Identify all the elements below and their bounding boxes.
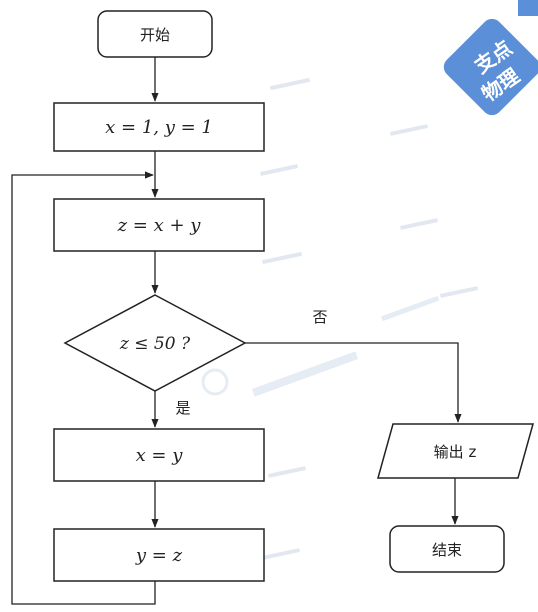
end-label: 结束 bbox=[432, 541, 462, 559]
assign-y-label: y = z bbox=[135, 545, 183, 566]
assign-x-process: x = y bbox=[53, 428, 265, 482]
condition-decision: z ≤ 50 ? bbox=[63, 294, 247, 392]
assign-y-process: y = z bbox=[53, 528, 265, 582]
start-terminal: 开始 bbox=[97, 10, 213, 58]
assign-x-label: x = y bbox=[136, 445, 184, 466]
compute-process: z = x + y bbox=[53, 198, 265, 252]
condition-label: z ≤ 50 ? bbox=[119, 334, 191, 354]
end-terminal: 结束 bbox=[389, 525, 505, 573]
compute-label: z = x + y bbox=[117, 215, 202, 236]
yes-label: 是 bbox=[175, 399, 190, 417]
init-process: x = 1, y = 1 bbox=[53, 102, 265, 152]
no-label: 否 bbox=[312, 308, 327, 326]
arrow-no-branch bbox=[245, 342, 462, 423]
watermark-badge: 支点 物理 bbox=[443, 0, 538, 116]
start-label: 开始 bbox=[140, 26, 170, 44]
init-label: x = 1, y = 1 bbox=[105, 117, 213, 138]
output-label: 输出 z bbox=[434, 443, 477, 461]
output-io: 输出 z bbox=[377, 423, 534, 479]
arrow-loop-back bbox=[11, 171, 156, 605]
